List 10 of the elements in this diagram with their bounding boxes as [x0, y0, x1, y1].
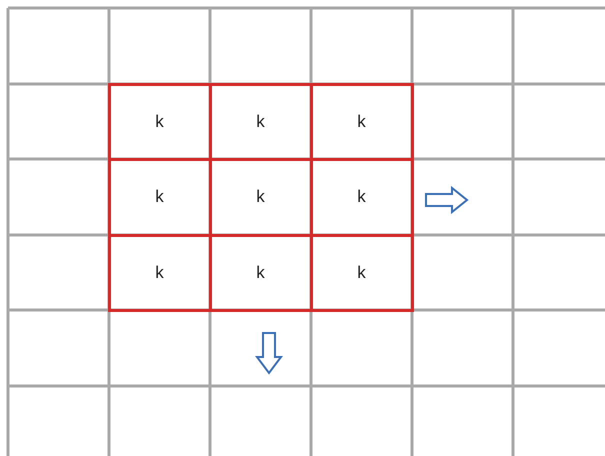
cell-text: k — [256, 262, 265, 282]
cell-text: k — [357, 187, 366, 207]
cell-text: k — [155, 112, 164, 132]
cell-text: k — [256, 187, 265, 207]
cell-text: k — [155, 187, 164, 207]
kernel-cell — [108, 82, 212, 160]
cell-text: k — [357, 262, 366, 282]
cell-text: k — [155, 262, 164, 282]
cell-text: k — [256, 112, 265, 132]
cell-text: k — [357, 112, 366, 132]
